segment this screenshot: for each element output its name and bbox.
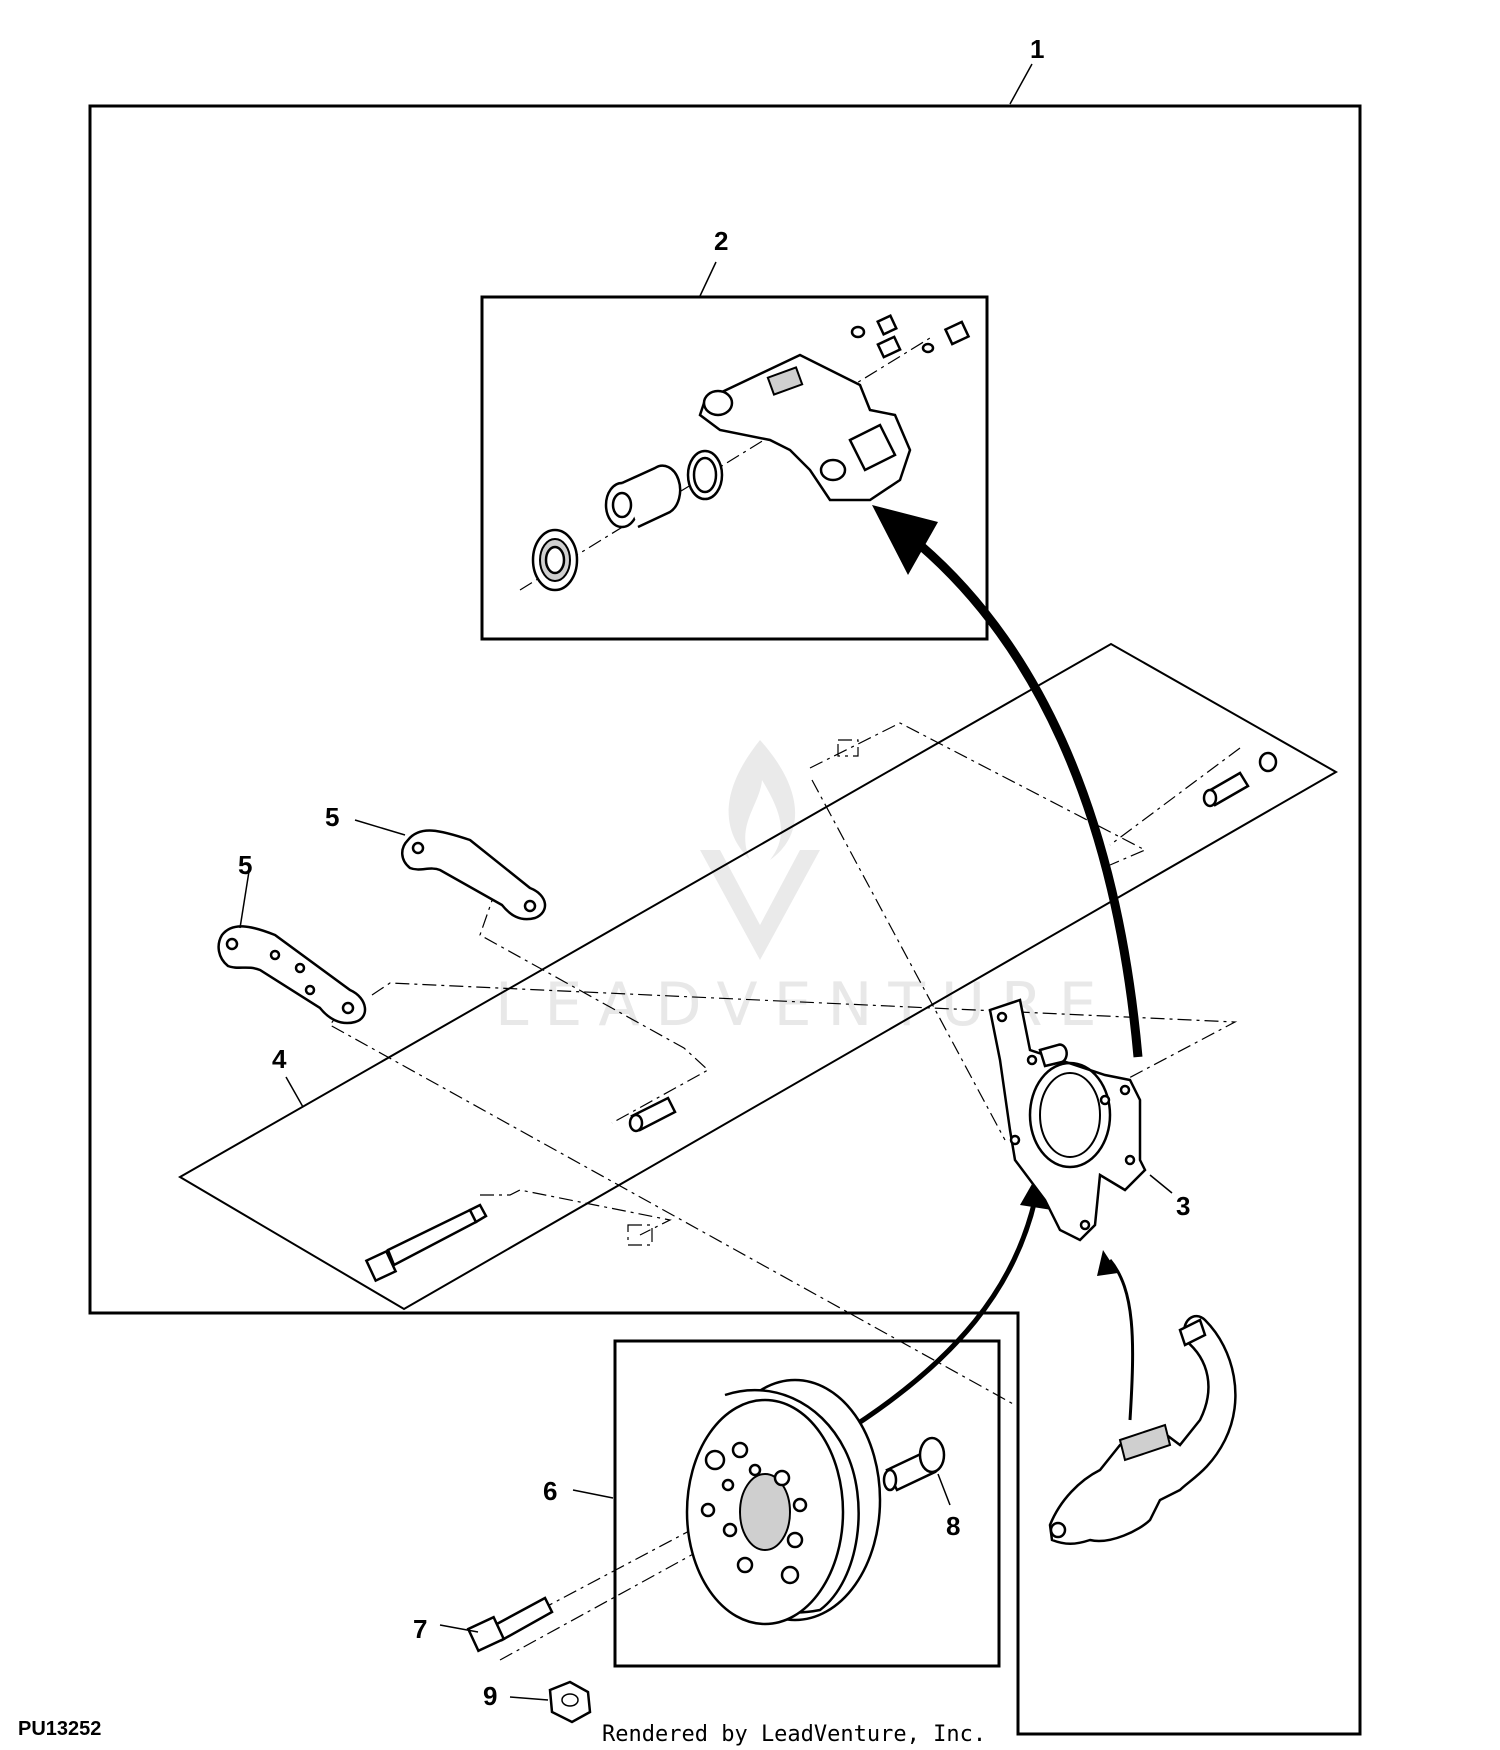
leader-line-5a — [354, 819, 406, 836]
callout-8: 8 — [946, 1511, 960, 1541]
leader-line-8 — [937, 1473, 951, 1506]
watermark-flame-icon — [728, 740, 796, 860]
caliper-piston-part[interactable] — [604, 464, 682, 529]
hidden-nut-part — [627, 739, 859, 1246]
callout-1: 1 — [1030, 34, 1044, 64]
assembly-center-lines — [329, 337, 1241, 1661]
leader-line-4 — [285, 1076, 304, 1108]
callout-5-lower: 5 — [238, 850, 252, 880]
spacer-pin-part[interactable] — [1202, 751, 1278, 808]
callout-2: 2 — [714, 226, 728, 256]
group-boundary-frame — [88, 104, 1362, 1736]
caliper-inset-box — [480, 295, 989, 641]
brake-disc-inset-box — [613, 1339, 1001, 1668]
figure-id: PU13252 — [18, 1718, 101, 1740]
arrow-head-icon — [872, 505, 938, 575]
watermark-v-icon — [700, 850, 820, 960]
callout-3: 3 — [1176, 1191, 1190, 1221]
link-plate-upper-part[interactable] — [401, 829, 547, 921]
brake-disc-part[interactable] — [685, 1378, 882, 1626]
leader-line-7 — [439, 1624, 479, 1633]
render-credit-footer: Rendered by LeadVenture, Inc. — [602, 1722, 986, 1747]
callout-9: 9 — [483, 1681, 497, 1711]
leader-line-3 — [1149, 1174, 1173, 1194]
hex-nut-part[interactable] — [548, 1680, 592, 1724]
flange-bolt-part[interactable] — [466, 1596, 554, 1653]
arrow-head-icon — [1097, 1250, 1118, 1276]
leader-line-5b — [239, 864, 251, 929]
callout-7: 7 — [413, 1614, 427, 1644]
callout-5-upper: 5 — [325, 802, 339, 832]
callout-6: 6 — [543, 1476, 557, 1506]
park-brake-lever-part[interactable] — [1048, 1314, 1237, 1545]
brake-mounting-bracket-part[interactable] — [988, 998, 1147, 1242]
leader-line-6 — [572, 1489, 614, 1499]
leader-line-2 — [699, 261, 717, 297]
fitting-screw-part[interactable] — [921, 320, 971, 354]
long-bolt-part[interactable] — [364, 1203, 488, 1283]
piston-seal-ring-part[interactable] — [686, 449, 724, 501]
caliper-assembly-part[interactable] — [698, 353, 912, 502]
leader-line-1 — [1009, 63, 1033, 105]
dust-boot-part[interactable] — [531, 528, 579, 592]
bleeder-screw-part[interactable] — [850, 314, 902, 359]
link-plate-lower-part[interactable] — [217, 925, 367, 1025]
brake-mounting-plane — [178, 642, 1339, 1311]
spacer-pin-part[interactable] — [628, 1096, 677, 1133]
wheel-stud-part[interactable] — [882, 1436, 946, 1492]
callout-4: 4 — [272, 1044, 287, 1074]
leader-line-9 — [509, 1696, 549, 1701]
